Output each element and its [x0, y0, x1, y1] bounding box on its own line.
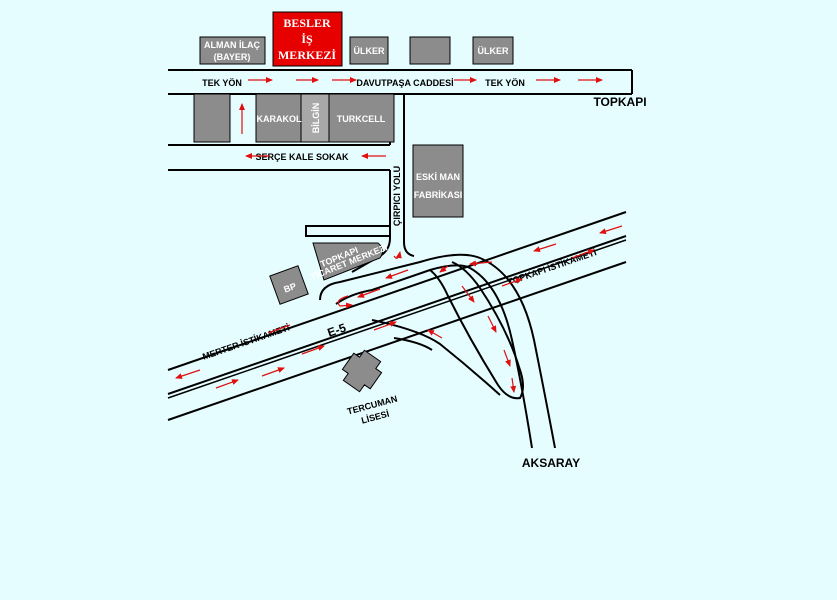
bp-label: BP: [282, 281, 297, 295]
tek-yon-right-label: TEK YÖN: [485, 78, 525, 88]
besler-line3: MERKEZİ: [278, 48, 336, 62]
aksaray-label: AKSARAY: [522, 456, 580, 470]
eski-line2: FABRİKASI: [414, 190, 463, 200]
karakol-bilgin-turkcell-block: KARAKOL BİLGİN TURKCELL: [255, 93, 395, 143]
blank-building: [409, 36, 451, 65]
eski-man-fabrikasi: ESKİ MAN FABRİKASI: [412, 144, 464, 218]
bilgin-label: BİLGİN: [311, 103, 321, 134]
ulker2-label: ÜLKER: [478, 46, 509, 56]
bp-station: BP: [269, 265, 309, 305]
davutpasa-label: DAVUTPAŞA CADDESİ: [356, 78, 453, 88]
alman-line1: ALMAN İLAÇ: [204, 40, 260, 50]
direction-arrows: [175, 77, 623, 393]
ulker1-label: ÜLKER: [354, 46, 385, 56]
topkapi-label: TOPKAPI: [593, 95, 646, 109]
eski-line1: ESKİ MAN: [416, 172, 460, 182]
tek-yon-left-label: TEK YÖN: [202, 78, 242, 88]
turkcell-label: TURKCELL: [337, 114, 386, 124]
alman-ilac-building: ALMAN İLAÇ (BAYER): [199, 36, 266, 65]
serce-label: SERÇE KALE SOKAK: [255, 152, 349, 162]
tercuman-lisesi-building: TERCUMAN LİSESİ: [341, 349, 398, 426]
ulker-building-1: ÜLKER: [349, 36, 389, 65]
side-street: [305, 225, 391, 237]
e5-label: E-5: [326, 320, 349, 339]
left-block-building: [193, 93, 231, 143]
cirpici-label: ÇIRPICI YOLU: [392, 166, 402, 226]
davutpasa-road: [168, 69, 633, 95]
karakol-label: KARAKOL: [257, 114, 302, 124]
interchange: [319, 253, 556, 449]
besler-is-merkezi: BESLER İŞ MERKEZİ: [272, 11, 343, 67]
e5-highway: [167, 211, 627, 421]
besler-line2: İŞ: [301, 32, 313, 46]
ulker-building-2: ÜLKER: [472, 36, 514, 65]
besler-line1: BESLER: [283, 16, 331, 30]
alman-line2: (BAYER): [214, 52, 251, 62]
topkapi-ticaret-merkezi: TOPKAPI TİCARET MERKEZİ: [309, 242, 389, 282]
serce-kale-road: [168, 144, 390, 171]
